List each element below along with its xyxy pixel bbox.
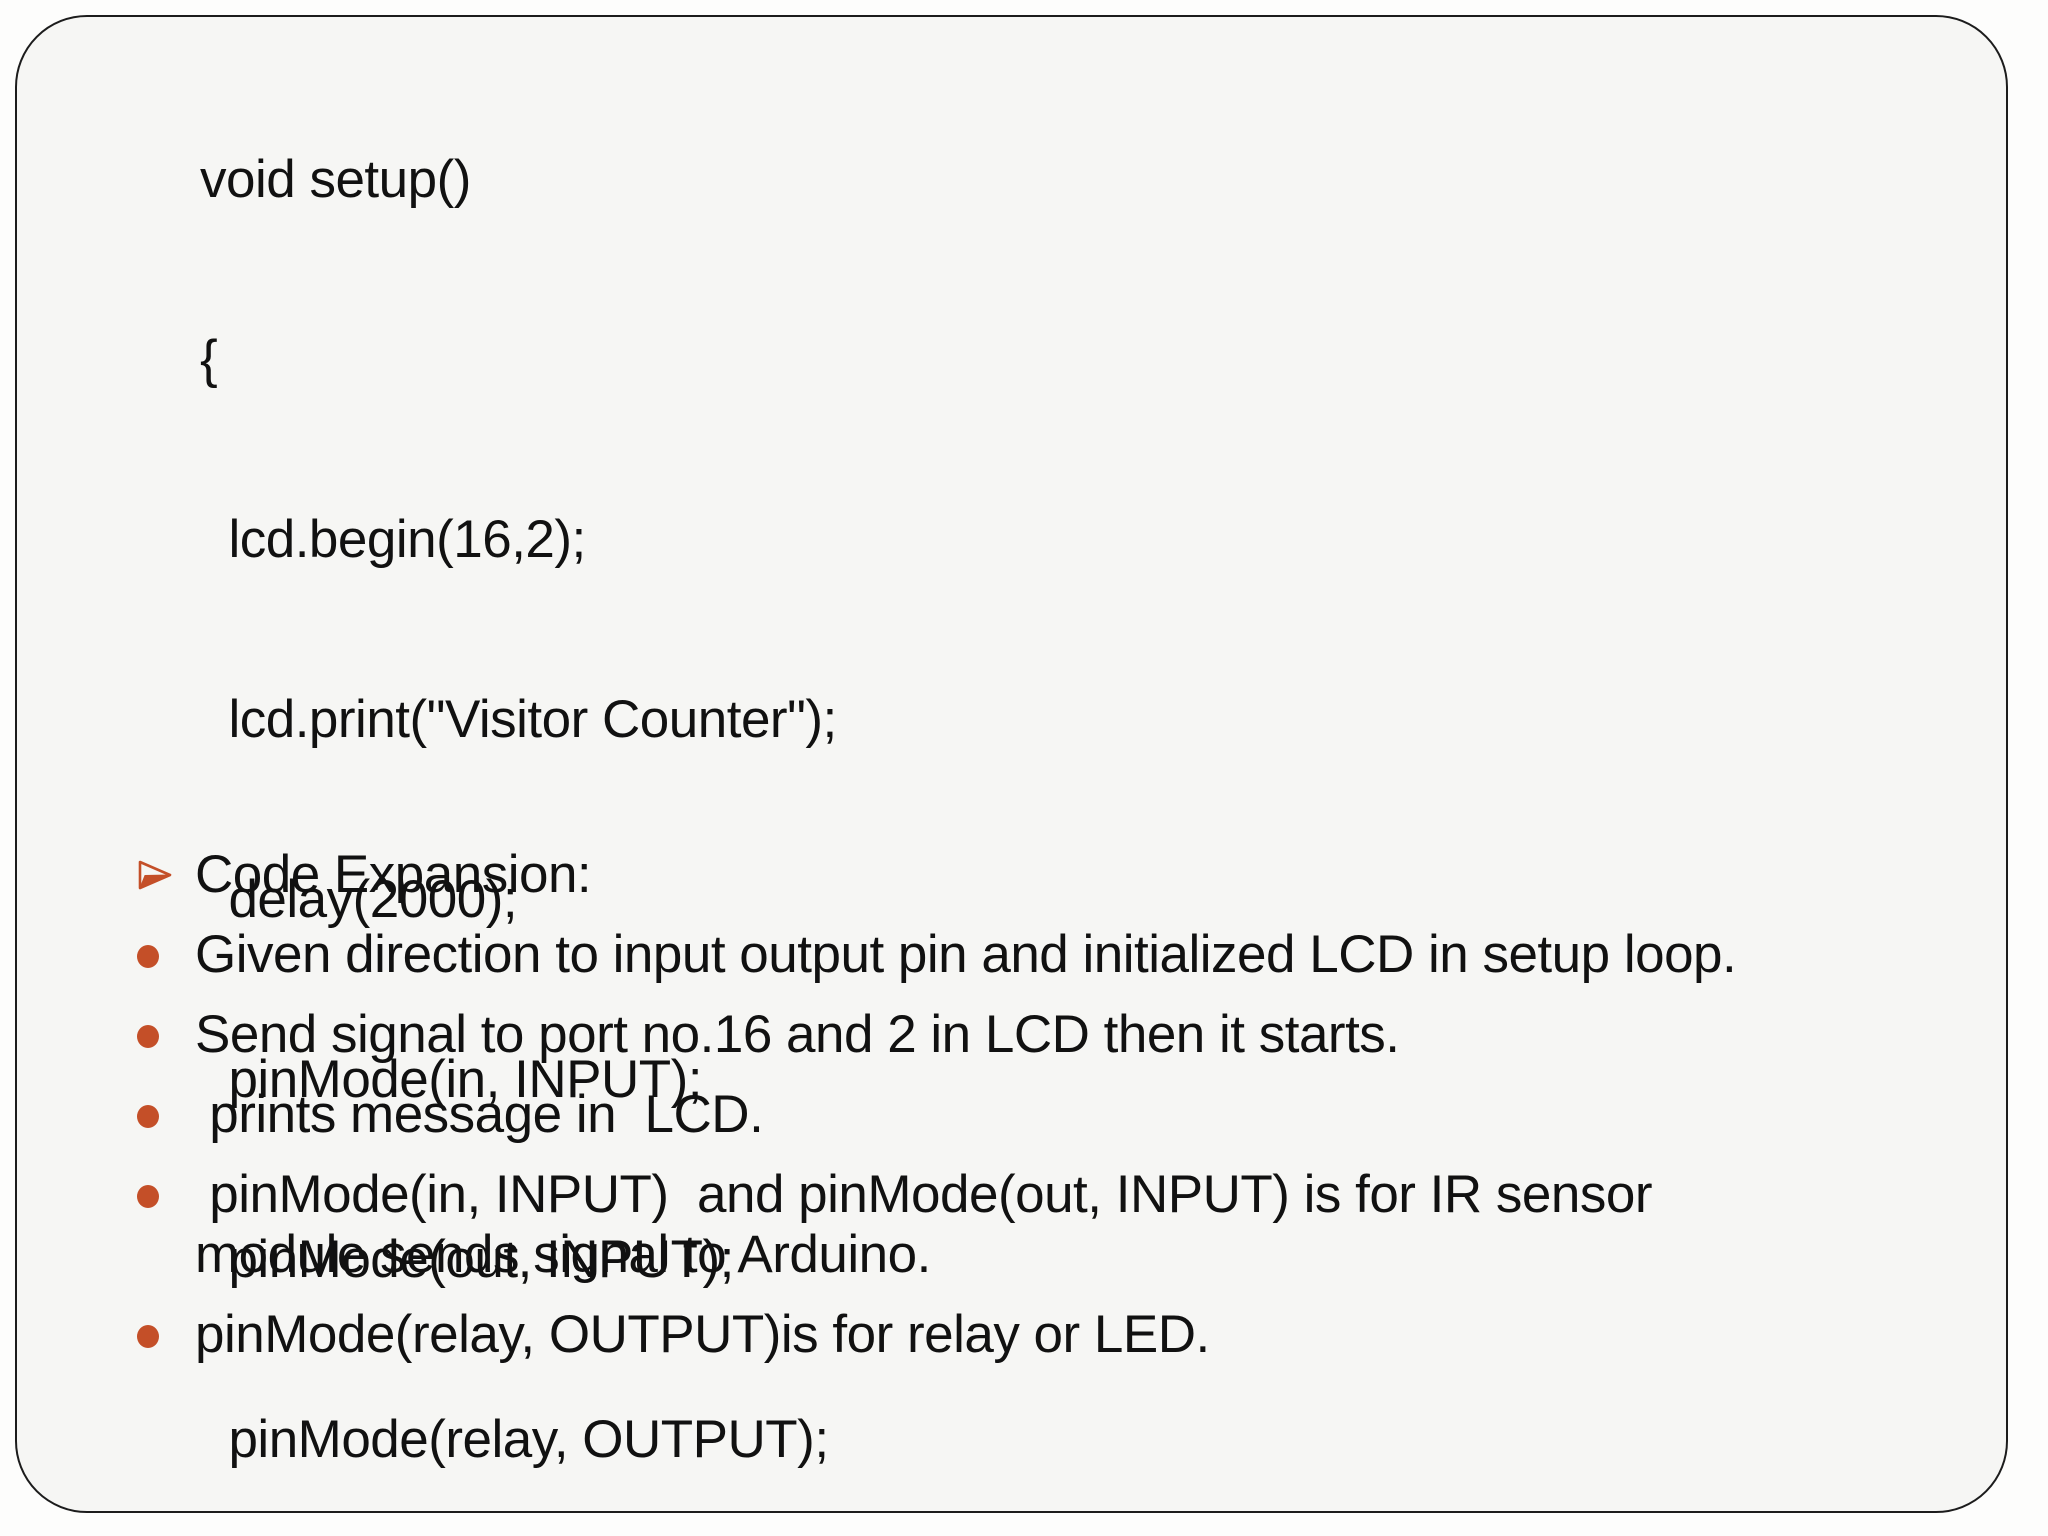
- arrow-bullet-icon: [137, 857, 195, 893]
- bullet-dot-icon: [137, 925, 195, 968]
- bullet-text: Given direction to input output pin and …: [195, 925, 1737, 984]
- bullet-item: pinMode(in, INPUT) and pinMode(out, INPU…: [137, 1165, 2007, 1285]
- code-line: lcd.begin(16,2);: [200, 510, 586, 569]
- code-line: pinMode(relay, OUTPUT);: [200, 1410, 829, 1469]
- bullet-dot-icon: [137, 1005, 195, 1048]
- bullet-dot-icon: [137, 1305, 195, 1348]
- code-block: void setup() { lcd.begin(16,2); lcd.prin…: [200, 30, 885, 1536]
- bullet-item: prints message in LCD.: [137, 1085, 2007, 1145]
- heading-label: Code Expansion:: [195, 845, 592, 904]
- code-line: void setup(): [200, 150, 471, 209]
- section-heading: Code Expansion:: [137, 845, 592, 905]
- bullet-text: prints message in LCD.: [195, 1085, 764, 1144]
- bullet-text: pinMode(relay, OUTPUT)is for relay or LE…: [195, 1305, 1210, 1364]
- bullet-item: Given direction to input output pin and …: [137, 925, 2007, 985]
- bullet-item: Send signal to port no.16 and 2 in LCD t…: [137, 1005, 2007, 1065]
- bullet-text: pinMode(in, INPUT) and pinMode(out, INPU…: [195, 1165, 1652, 1284]
- slide-frame: void setup() { lcd.begin(16,2); lcd.prin…: [15, 15, 2008, 1513]
- code-line: lcd.print("Visitor Counter");: [200, 690, 837, 749]
- code-line: delay(2000);: [200, 870, 518, 929]
- code-line: {: [200, 330, 218, 389]
- code-line: pinMode(out, INPUT);: [200, 1230, 734, 1289]
- bullet-dot-icon: [137, 1165, 195, 1208]
- bullet-list: Given direction to input output pin and …: [137, 925, 2007, 1365]
- bullet-dot-icon: [137, 1085, 195, 1128]
- code-line: pinMode(in, INPUT);: [200, 1050, 702, 1109]
- bullet-item: pinMode(relay, OUTPUT)is for relay or LE…: [137, 1305, 2007, 1365]
- bullet-text: Send signal to port no.16 and 2 in LCD t…: [195, 1005, 1400, 1064]
